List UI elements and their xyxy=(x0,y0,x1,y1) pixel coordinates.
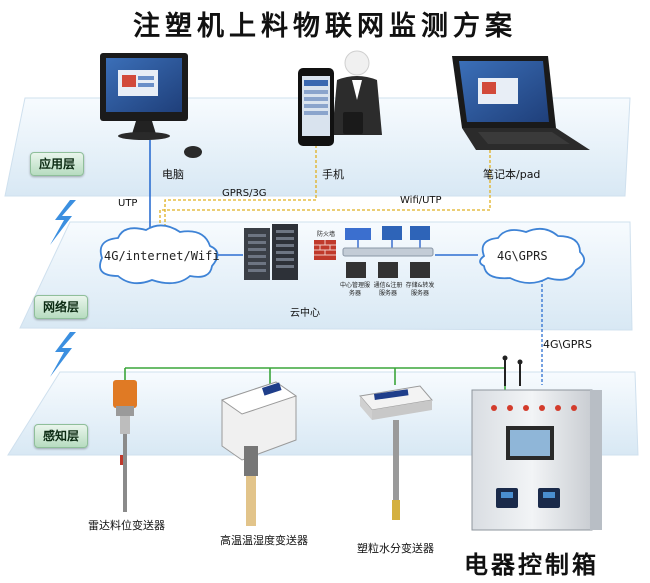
network-switch-icon xyxy=(342,226,434,257)
phone-label: 手机 xyxy=(322,168,344,181)
businessman-phone-icon xyxy=(298,50,382,146)
application-layer-badge: 应用层 xyxy=(30,152,84,176)
network-layer-badge: 网络层 xyxy=(34,295,88,319)
moisture-sensor-icon xyxy=(359,385,433,520)
temperature-humidity-sensor-icon xyxy=(220,381,298,526)
laptop-icon xyxy=(452,56,590,150)
server-label-management: 中心管理服务器 xyxy=(340,282,371,297)
server-label-communication: 通信&注册服务器 xyxy=(373,282,403,297)
page-title: 注塑机上料物联网监测方案 xyxy=(133,11,517,42)
computer-monitor-icon xyxy=(100,53,202,158)
left-cloud-icon xyxy=(99,224,219,285)
temp-humidity-sensor-label: 高温温湿度变送器 xyxy=(220,534,308,547)
right-cloud-icon xyxy=(479,227,586,284)
right-cloud-label: 4G\GPRS xyxy=(497,249,548,263)
server-label-storage: 存储&转发服务器 xyxy=(405,282,435,297)
computer-label: 电脑 xyxy=(162,168,184,181)
cabinet-label: 电器控制箱 xyxy=(464,550,599,579)
server-icon xyxy=(346,262,430,278)
electrical-cabinet-icon xyxy=(471,355,602,531)
left-cloud-label: 4G/internet/Wifi xyxy=(104,249,220,263)
moisture-sensor-label: 塑粒水分变送器 xyxy=(357,542,434,555)
wireless-bolt-icon xyxy=(50,200,76,377)
firewall-icon xyxy=(314,240,336,260)
utp-label: UTP xyxy=(118,198,138,209)
firewall-label: 防火墙 xyxy=(316,231,335,238)
wifi-utp-label: Wifi/UTP xyxy=(400,195,442,206)
cloud-center-label: 云中心 xyxy=(290,308,320,319)
perception-layer-badge: 感知层 xyxy=(34,424,88,448)
server-rack-icon xyxy=(244,224,298,280)
laptop-label: 笔记本/pad xyxy=(483,168,541,181)
radar-sensor-label: 雷达料位变送器 xyxy=(88,519,165,532)
radar-level-sensor-icon xyxy=(113,380,137,512)
gprs-3g-label: GPRS/3G xyxy=(222,188,267,199)
gprs-link-label: 4G\GPRS xyxy=(543,338,593,351)
